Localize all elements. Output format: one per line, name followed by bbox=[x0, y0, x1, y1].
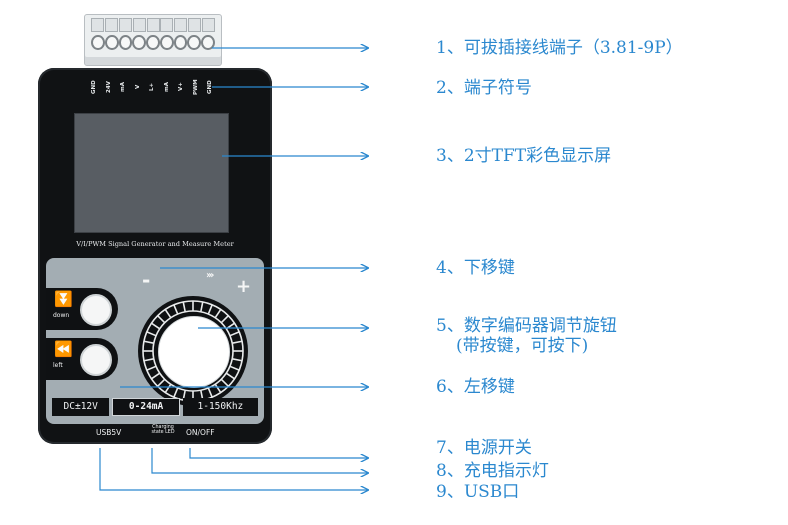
knob-tick bbox=[220, 315, 229, 324]
knob-inner-ring bbox=[152, 310, 234, 392]
leader-line-7 bbox=[189, 448, 368, 458]
left-button-label: left bbox=[53, 362, 63, 369]
device-body: GND 24V mA V L+ mA V+ PWM GND V/I/PWM Si… bbox=[38, 68, 272, 444]
knob-tick bbox=[232, 358, 243, 362]
knob-tick bbox=[173, 304, 179, 315]
knob-tick bbox=[214, 308, 222, 319]
knob-tick bbox=[173, 387, 179, 398]
terminal-screw bbox=[146, 35, 160, 50]
switch-label: ON/OFF bbox=[186, 428, 215, 437]
down-button-cap[interactable] bbox=[80, 294, 112, 326]
knob-tick bbox=[214, 383, 222, 394]
down-arrow-icon: ⏬ bbox=[54, 290, 73, 308]
down-button-label: down bbox=[53, 312, 70, 319]
callout-charge-led: 8、充电指示灯 bbox=[436, 461, 549, 481]
terminal-screw bbox=[201, 35, 216, 50]
knob-tick bbox=[207, 304, 213, 315]
knob-tick bbox=[182, 301, 186, 312]
knob-tick bbox=[229, 365, 240, 371]
down-button[interactable]: ⏬ down bbox=[46, 288, 118, 330]
terminal-screw bbox=[187, 35, 202, 50]
led-label: Charging state LED bbox=[151, 425, 175, 435]
terminal-slot bbox=[174, 18, 188, 32]
terminal-slot bbox=[160, 18, 174, 32]
usb-label: USB5V bbox=[96, 428, 122, 437]
knob-tick bbox=[146, 365, 157, 371]
callout-down-key: 4、下移键 bbox=[436, 258, 515, 278]
left-arrow-icon: ⏪ bbox=[54, 340, 73, 358]
terminal-slot bbox=[202, 18, 215, 32]
terminal-screw bbox=[173, 35, 188, 50]
terminal-slot bbox=[132, 18, 146, 32]
callout-terminal: 1、可拔插接线端子（3.81-9P） bbox=[436, 38, 683, 58]
knob-tick bbox=[207, 387, 213, 398]
device-title: V/I/PWM Signal Generator and Measure Met… bbox=[76, 240, 234, 248]
terminal-screw bbox=[91, 35, 105, 50]
terminal-slot bbox=[118, 18, 132, 32]
knob-tick bbox=[143, 358, 154, 362]
terminal-slots bbox=[91, 18, 215, 32]
knob-minus-sign: - bbox=[142, 268, 151, 292]
knob-tick bbox=[157, 378, 166, 387]
tft-screen bbox=[74, 113, 229, 233]
knob-tick bbox=[143, 340, 154, 344]
spec-bar: DC±12V 0-24mA 1-150Khz bbox=[52, 398, 258, 416]
left-button[interactable]: ⏪ left bbox=[46, 338, 118, 380]
callout-terminal-symbols: 2、端子符号 bbox=[436, 78, 532, 98]
leader-line-8 bbox=[151, 448, 368, 473]
knob-tick bbox=[225, 372, 236, 380]
knob-plus-sign: + bbox=[236, 276, 252, 297]
knob-tick bbox=[164, 308, 172, 319]
leader-line-9 bbox=[99, 448, 368, 490]
terminal-slot bbox=[91, 18, 104, 32]
terminal-screw bbox=[118, 35, 133, 50]
pluggable-terminal-block bbox=[84, 14, 222, 66]
spec-voltage: DC±12V bbox=[52, 398, 110, 416]
terminal-screw bbox=[104, 35, 119, 50]
callout-encoder: 5、数字编码器调节旋钮 bbox=[436, 316, 617, 336]
left-button-cap[interactable] bbox=[80, 344, 112, 376]
terminal-screw bbox=[132, 35, 147, 50]
led-label-text: Charging state LED bbox=[151, 425, 175, 435]
terminal-slot bbox=[146, 18, 160, 32]
callout-encoder-note: (带按键，可按下) bbox=[456, 336, 589, 356]
terminal-screw bbox=[159, 35, 174, 50]
control-panel: ⏬ down ⏪ left - ››› + DC±12V 0-24mA 1-15… bbox=[46, 258, 264, 424]
knob-tick bbox=[150, 322, 161, 330]
knob-tick bbox=[164, 383, 172, 394]
terminal-screws bbox=[91, 35, 216, 50]
terminal-slot bbox=[104, 18, 118, 32]
callout-left-key: 6、左移键 bbox=[436, 377, 515, 397]
callout-screen: 3、2寸TFT彩色显示屏 bbox=[436, 146, 612, 166]
terminal-slot bbox=[188, 18, 202, 32]
callout-usb-port: 9、USB口 bbox=[436, 482, 520, 502]
encoder-knob[interactable] bbox=[138, 296, 248, 406]
knob-ticks bbox=[142, 300, 244, 402]
spec-current: 0-24mA bbox=[112, 398, 180, 416]
callout-power-switch: 7、电源开关 bbox=[436, 438, 532, 458]
knob-arrows-icon: ››› bbox=[206, 270, 215, 281]
knob-tick bbox=[200, 301, 204, 312]
knob-tick bbox=[150, 372, 161, 380]
knob-tick bbox=[157, 315, 166, 324]
spec-frequency: 1-150Khz bbox=[182, 398, 258, 416]
knob-tick bbox=[220, 378, 229, 387]
knob-tick bbox=[232, 340, 243, 344]
knob-tick bbox=[146, 331, 157, 337]
knob-tick bbox=[229, 331, 240, 337]
